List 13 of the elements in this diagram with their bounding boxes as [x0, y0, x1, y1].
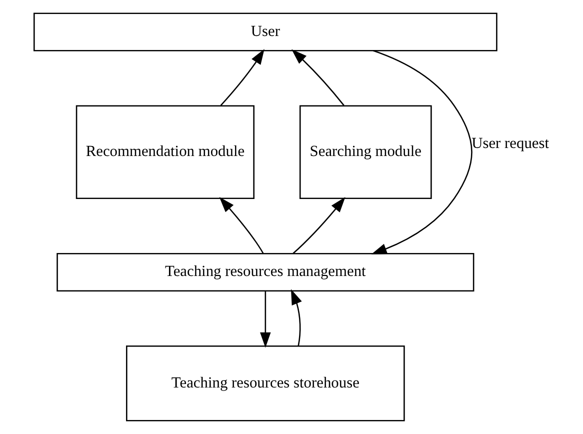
edge-label: User request	[472, 134, 550, 152]
node-box: Recommendation module	[76, 105, 254, 200]
node-box: User	[34, 12, 498, 52]
node-box: Teaching resources storehouse	[126, 346, 405, 422]
arrow	[290, 289, 302, 346]
arrow	[219, 197, 264, 254]
arrow	[220, 48, 264, 106]
arrow	[371, 50, 472, 254]
arrow	[292, 49, 344, 106]
arrow	[260, 290, 271, 348]
node-box: Searching module	[299, 105, 432, 200]
arrow	[292, 197, 346, 254]
node-box: Teaching resources management	[56, 252, 474, 292]
